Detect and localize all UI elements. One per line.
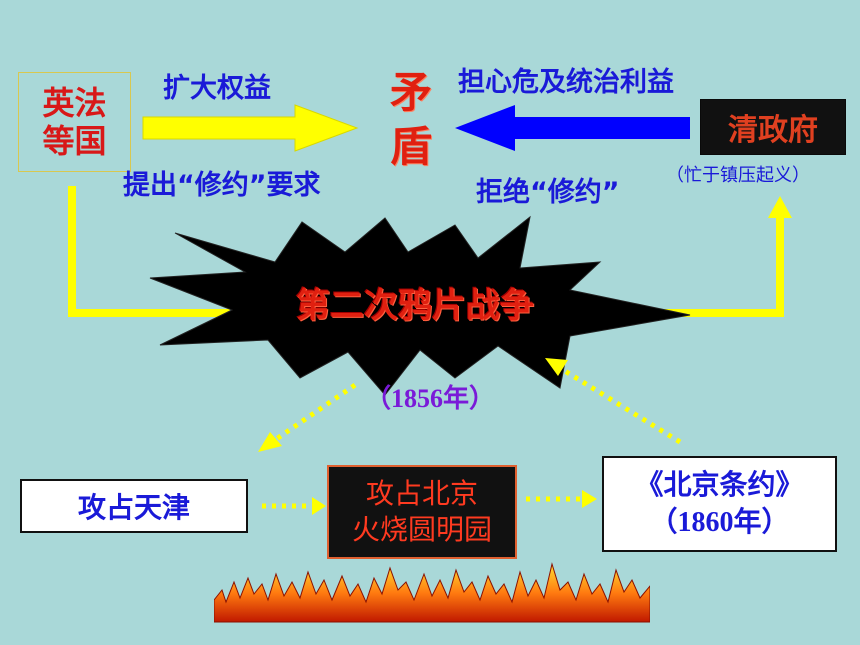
- right-bottom-label: 拒绝“修约”: [476, 177, 620, 208]
- war-title: 第二次鸦片战争: [296, 286, 534, 326]
- event-beijing-line2: 火烧圆明园: [351, 513, 492, 546]
- yellow-arrow-right: [142, 104, 359, 152]
- yellow-connector-right-arrowhead: [768, 196, 792, 218]
- blue-arrow-left: [455, 105, 690, 151]
- dotted-arrow-war-to-tianjin: [273, 382, 357, 443]
- event-treaty-box: 《北京条约》 （1860年）: [602, 456, 837, 552]
- left-party-line2: 等国: [42, 122, 107, 160]
- left-party-line1: 英法: [42, 84, 107, 122]
- event-beijing-line1: 攻占北京: [365, 477, 478, 510]
- event-beijing-box: 攻占北京 火烧圆明园: [327, 465, 517, 559]
- left-party-box: 英法 等国: [18, 72, 131, 172]
- war-year: （1856年）: [364, 384, 495, 413]
- explosion-shape: [149, 215, 691, 396]
- right-party-label: 清政府: [728, 113, 818, 148]
- dotted-arrowhead-war: [545, 358, 568, 376]
- left-bottom-label: 提出“修约”要求: [123, 170, 321, 201]
- dotted-arrowhead-tianjin: [258, 432, 282, 452]
- event-tianjin-box: 攻占天津: [20, 479, 248, 533]
- contradiction-line2: 盾: [389, 122, 432, 171]
- contradiction-line1: 矛: [389, 68, 432, 117]
- yellow-connector-left: [68, 186, 230, 317]
- dotted-arrow-treaty-to-war: [558, 365, 682, 445]
- left-top-label: 扩大权益: [163, 73, 271, 104]
- dotted-arrowhead-beijing: [312, 497, 326, 515]
- dotted-arrowhead-treaty: [582, 490, 597, 508]
- fire-icon: [214, 562, 650, 623]
- contradiction-label: 矛 盾: [388, 66, 434, 174]
- right-party-box: 清政府: [700, 99, 846, 155]
- right-note: （忙于镇压起义）: [666, 165, 810, 186]
- event-treaty-line2: （1860年）: [649, 507, 790, 538]
- yellow-connector-right: [640, 215, 784, 317]
- event-treaty-line1: 《北京条约》: [635, 468, 804, 501]
- event-tianjin-label: 攻占天津: [77, 491, 190, 524]
- right-top-label: 担心危及统治利益: [458, 67, 674, 98]
